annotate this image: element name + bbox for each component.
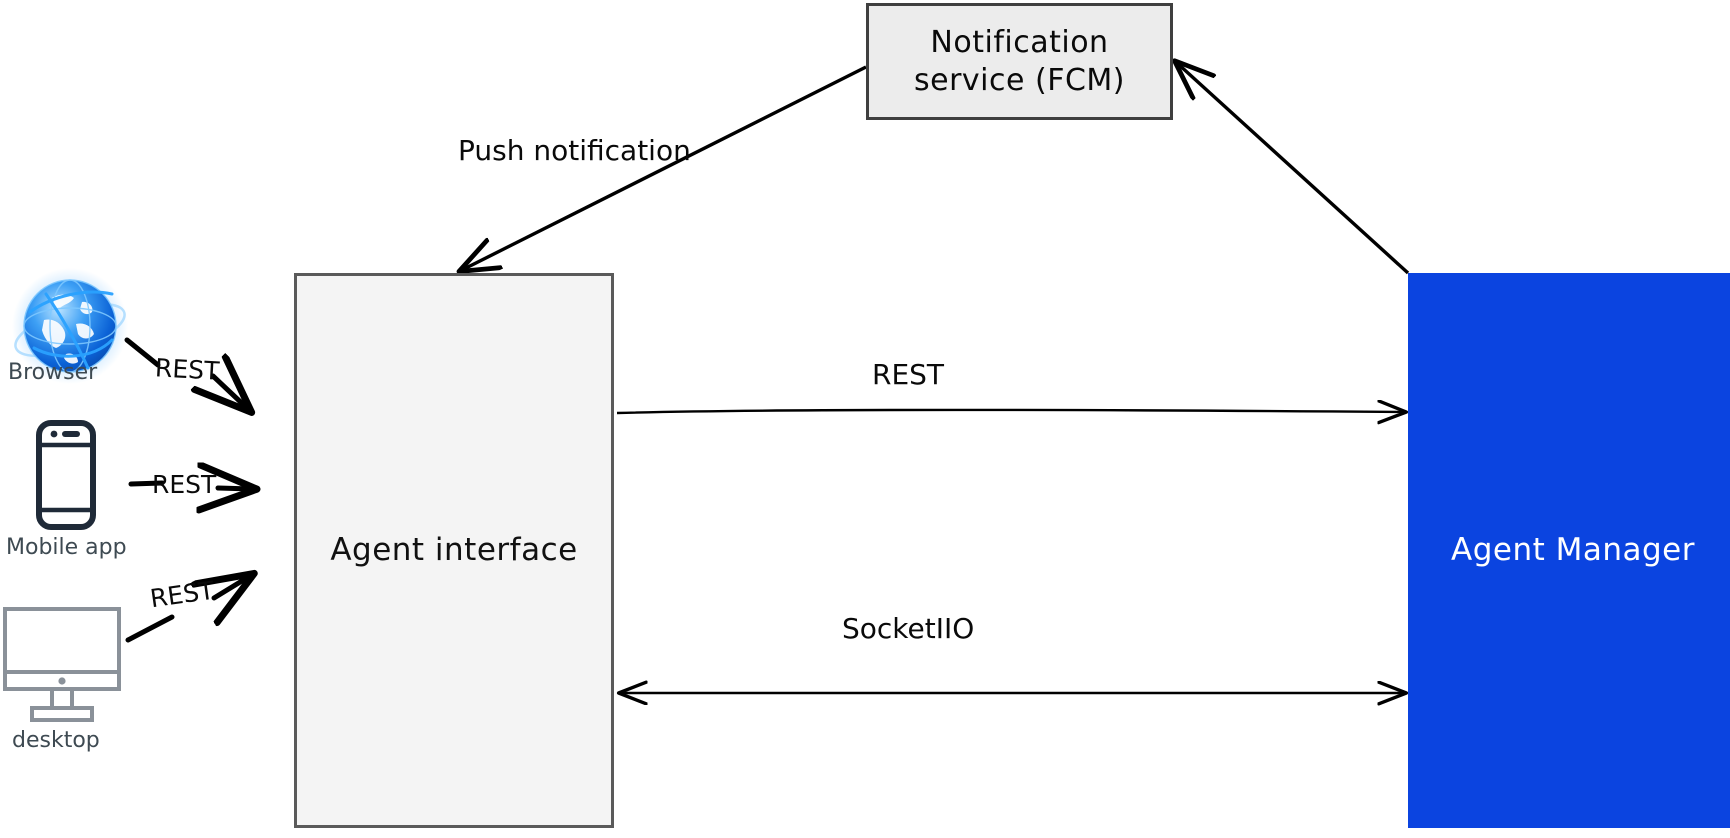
globe-icon	[8, 268, 132, 390]
mobile-app-caption: Mobile app	[6, 535, 127, 560]
node-notification-service-label: Notification service (FCM)	[914, 25, 1125, 98]
edge-label-socketio: SocketIIO	[836, 612, 981, 645]
edge-browser-to-agent-interface	[124, 337, 161, 368]
desktop-caption: desktop	[12, 728, 100, 753]
node-agent-manager-label: Agent Manager	[1451, 532, 1695, 569]
edge-mobile-to-agent-interface-arrow	[218, 488, 252, 489]
edge-mobile-to-agent-interface	[128, 480, 165, 487]
edge-agent-interface-to-agent-manager-rest	[616, 410, 1404, 413]
node-agent-interface[interactable]: Agent interface	[294, 273, 614, 828]
edge-fcm-to-agent-interface	[462, 65, 867, 270]
edge-label-rest-browser: REST	[154, 353, 221, 386]
edge-desktop-to-agent-interface-arrow	[214, 576, 250, 598]
edge-label-rest-mobile: REST	[152, 470, 217, 499]
smartphone-icon	[36, 420, 96, 530]
edge-label-rest-middle: REST	[866, 358, 951, 391]
edge-agent-manager-to-fcm	[1177, 63, 1410, 275]
monitor-icon	[2, 606, 122, 724]
node-agent-interface-label: Agent interface	[330, 532, 578, 569]
node-notification-service[interactable]: Notification service (FCM)	[866, 3, 1173, 120]
edge-browser-to-agent-interface-arrow	[213, 376, 248, 409]
edge-desktop-to-agent-interface	[125, 614, 175, 643]
node-agent-manager[interactable]: Agent Manager	[1408, 273, 1730, 828]
browser-caption: Browser	[8, 360, 98, 385]
edge-label-push-notification: Push notification	[458, 134, 691, 167]
